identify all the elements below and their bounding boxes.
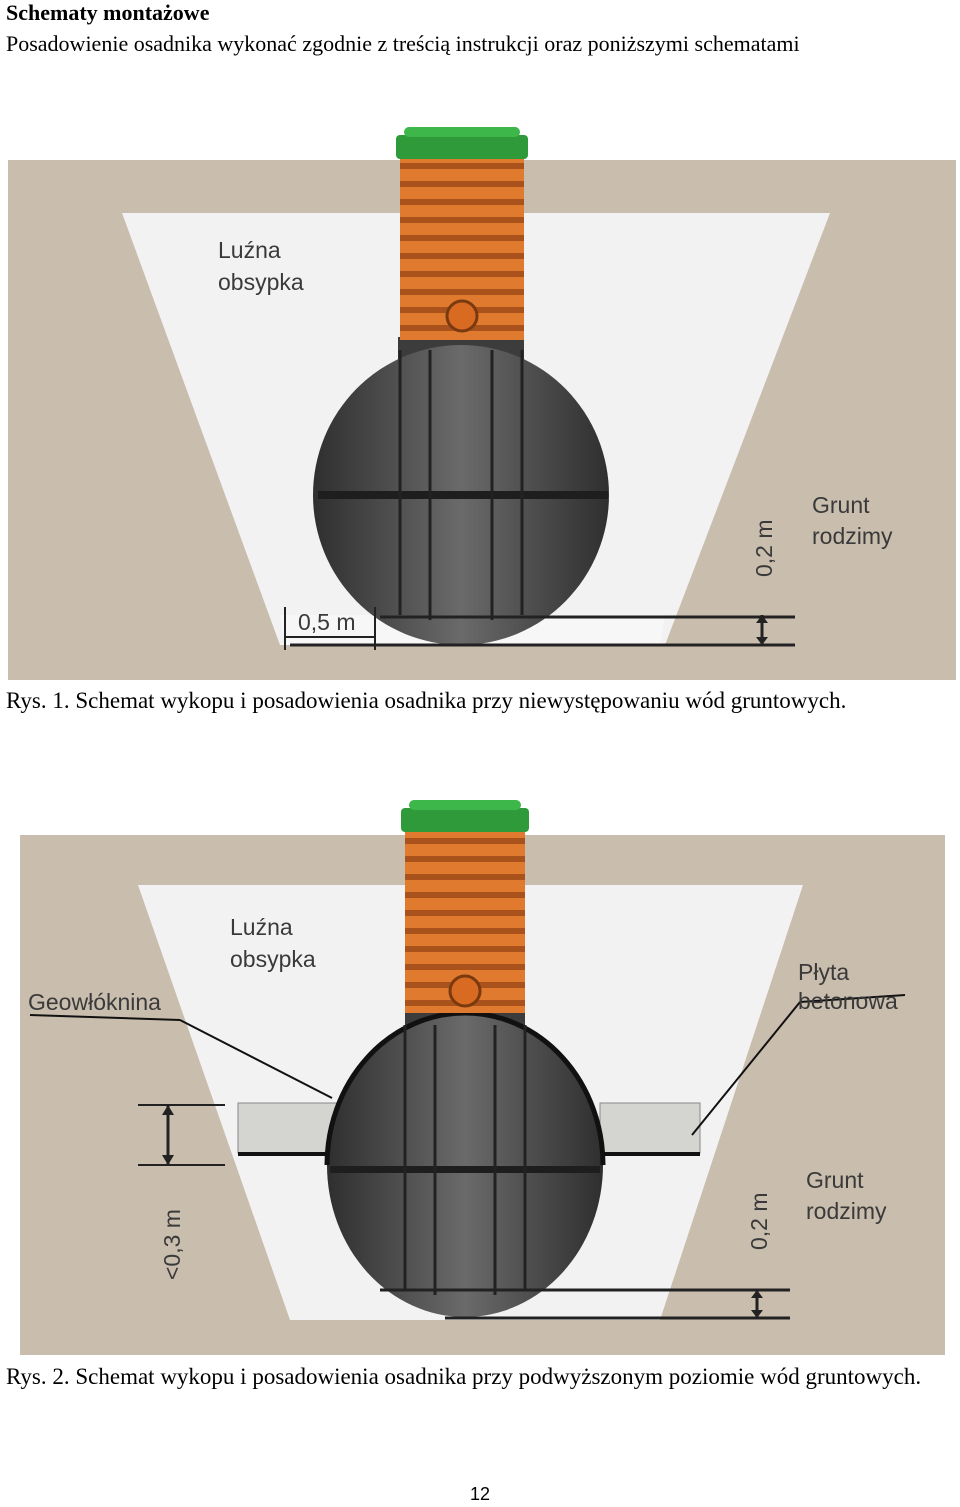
intro-text: Posadowienie osadnika wykonać zgodnie z … — [6, 31, 800, 56]
label-concrete-plate-1: Płyta — [798, 959, 849, 985]
figure-1-caption: Rys. 1. Schemat wykopu i posadowienia os… — [6, 688, 847, 713]
label-loose-fill-1: Luźna — [218, 237, 281, 263]
riser-pipe — [405, 828, 525, 1013]
label-native-soil-1: Grunt — [812, 492, 870, 518]
green-lid — [396, 127, 528, 159]
septic-tank — [313, 337, 609, 645]
dim-height-label: <0,3 m — [159, 1209, 185, 1280]
concrete-plate-left — [237, 1102, 339, 1154]
page-number: 12 — [469, 1484, 491, 1504]
label-native-soil-1: Grunt — [806, 1167, 864, 1193]
inlet-hole — [445, 299, 479, 333]
section-heading: Schematy montażowe — [6, 0, 210, 25]
inlet-hole — [448, 974, 482, 1008]
label-concrete-plate-2: betonowa — [798, 988, 898, 1014]
label-geotextile: Geowłóknina — [28, 989, 161, 1015]
riser-pipe — [400, 155, 524, 340]
dim-depth-label: 0,2 m — [746, 1192, 772, 1250]
label-native-soil-2: rodzimy — [812, 523, 893, 549]
label-loose-fill-2: obsypka — [218, 269, 304, 295]
figure-2-caption: Rys. 2. Schemat wykopu i posadowienia os… — [6, 1364, 922, 1389]
concrete-plate-right — [599, 1102, 701, 1154]
label-native-soil-2: rodzimy — [806, 1198, 887, 1224]
label-loose-fill-2: obsypka — [230, 946, 316, 972]
septic-tank — [324, 1010, 606, 1317]
dim-depth-label: 0,2 m — [751, 519, 777, 577]
figure-2-diagram: Luźna obsypka Geowłóknina Płyta betonowa… — [20, 800, 945, 1355]
dim-width-label: 0,5 m — [298, 609, 356, 635]
figure-1-diagram: Luźna obsypka Grunt rodzimy 0,5 m 0,2 m — [8, 127, 956, 680]
green-lid — [401, 800, 529, 832]
label-loose-fill-1: Luźna — [230, 914, 293, 940]
